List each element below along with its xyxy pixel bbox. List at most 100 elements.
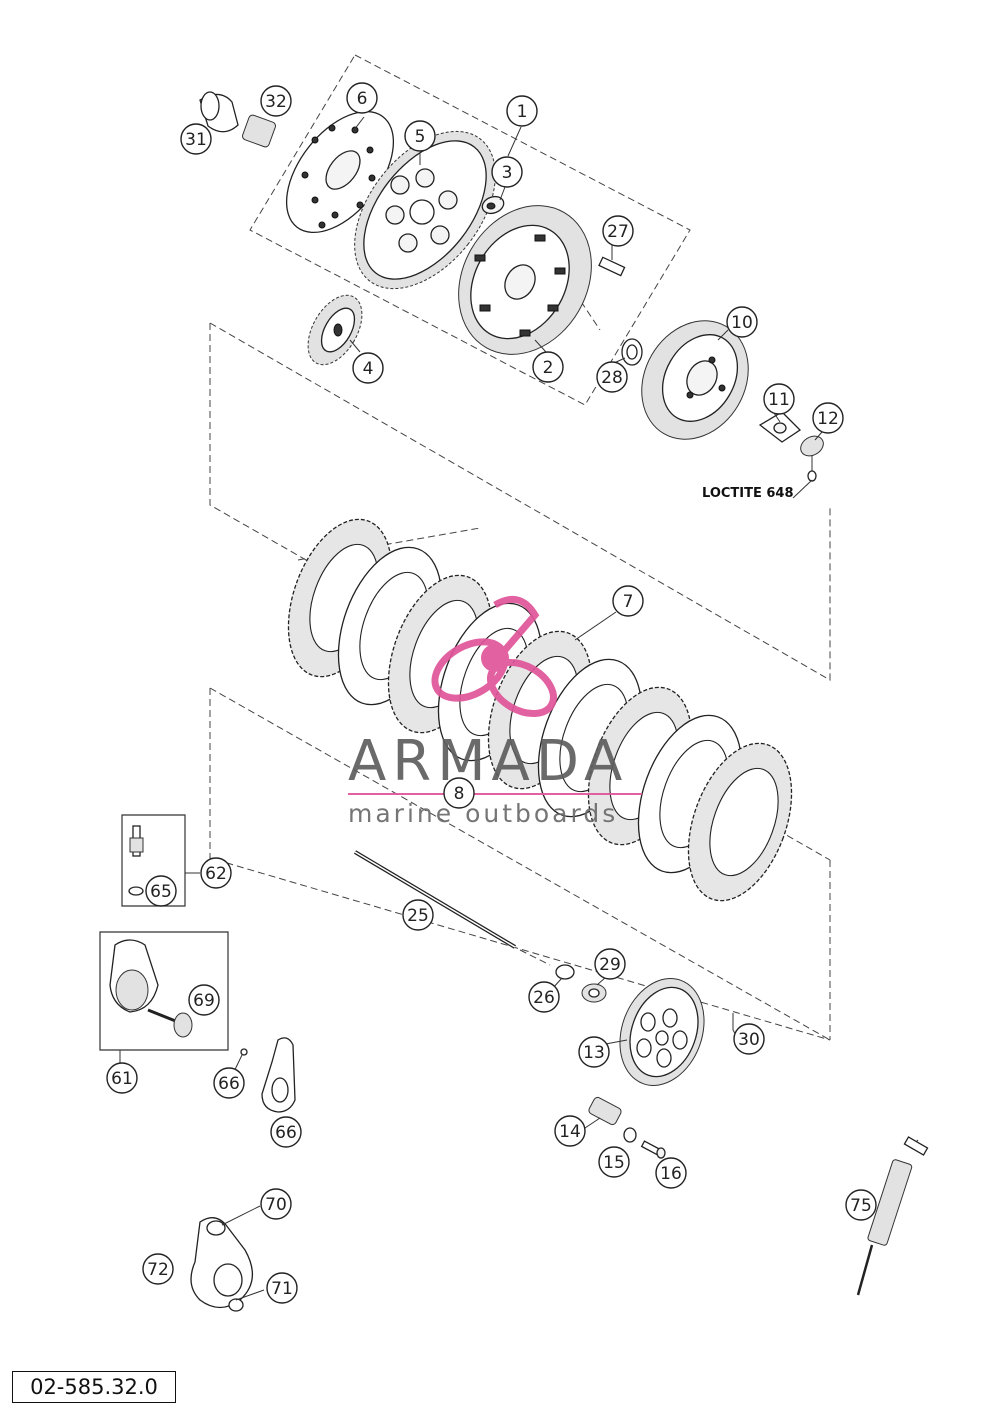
callout-label: 30	[738, 1030, 760, 1050]
callout-label: 69	[193, 991, 215, 1011]
push-rod-part	[353, 850, 517, 949]
bushing-part	[199, 91, 239, 133]
callout-label: 66	[275, 1123, 297, 1143]
bleed-screw-box	[121, 814, 200, 907]
callout-label: 28	[601, 368, 623, 388]
clutch-plate-stack	[287, 518, 793, 902]
callout-label: 32	[265, 92, 287, 112]
callout-label: 66	[218, 1074, 240, 1094]
callout-32: 32	[260, 85, 292, 117]
callout-label: 1	[517, 102, 528, 122]
callout-label: 61	[111, 1069, 133, 1089]
clutch-basket-part	[458, 205, 592, 355]
callout-label: 13	[583, 1043, 605, 1063]
spring-washer-part	[623, 1127, 637, 1143]
callout-13: 13	[578, 1036, 610, 1068]
callout-label: 3	[502, 163, 513, 183]
rod-tip-part	[519, 949, 575, 980]
release-shaft-part	[190, 1205, 265, 1312]
callout-label: 29	[599, 955, 621, 975]
callout-30: 30	[733, 1023, 765, 1055]
thrust-bearing-part	[581, 983, 607, 1003]
callout-16: 16	[655, 1157, 687, 1189]
callout-66: 66	[270, 1116, 302, 1148]
loctite-label: LOCTITE 648	[702, 486, 794, 501]
callout-71: 71	[266, 1272, 298, 1304]
small-gear-part	[307, 294, 363, 366]
callout-3: 3	[491, 156, 523, 188]
clutch-lever-part	[240, 1037, 296, 1113]
loctite-note: LOCTITE 648	[702, 479, 813, 501]
slave-cylinder-box	[99, 931, 229, 1065]
callout-27: 27	[602, 215, 634, 247]
callout-label: 7	[623, 592, 634, 612]
callout-69: 69	[188, 984, 220, 1016]
callout-label: 4	[363, 359, 374, 379]
lock-washer-part	[758, 411, 802, 443]
grease-syringe-part	[856, 1136, 929, 1296]
inner-hub-part	[641, 320, 749, 440]
washer-part	[621, 338, 643, 366]
callout-70: 70	[260, 1188, 292, 1220]
callout-label: 72	[147, 1260, 169, 1280]
callout-65: 65	[145, 875, 177, 907]
callout-62: 62	[200, 857, 232, 889]
callout-61: 61	[106, 1062, 138, 1094]
friction-disc	[687, 742, 793, 902]
watermark-tagline: marine outboards	[348, 799, 618, 828]
callout-8: 8	[443, 777, 475, 809]
callout-15: 15	[598, 1146, 630, 1178]
callout-label: 11	[768, 390, 790, 410]
clutch-basket-group	[199, 54, 691, 406]
callout-label: 31	[185, 130, 207, 150]
callout-label: 27	[607, 222, 629, 242]
hub-nut-part	[800, 435, 824, 482]
callout-14: 14	[554, 1115, 586, 1147]
callout-label: 71	[271, 1279, 293, 1299]
callout-28: 28	[596, 361, 628, 393]
drawing-code-label: 02-585.32.0	[12, 1371, 176, 1403]
callout-5: 5	[404, 120, 436, 152]
callout-1: 1	[506, 95, 538, 127]
primary-gear-part	[354, 130, 496, 290]
callout-label: 16	[660, 1164, 682, 1184]
needle-bearing-part	[242, 114, 276, 148]
pressure-plate-part	[619, 978, 705, 1086]
callout-10: 10	[726, 306, 758, 338]
callout-11: 11	[763, 383, 795, 415]
callout-6: 6	[346, 82, 378, 114]
armada-watermark: ARMADA marine outboards	[348, 595, 642, 828]
callout-12: 12	[812, 402, 844, 434]
callout-label: 70	[265, 1195, 287, 1215]
callout-label: 12	[817, 409, 839, 429]
callout-7: 7	[612, 585, 644, 617]
callout-66: 66	[213, 1067, 245, 1099]
callout-label: 26	[533, 988, 555, 1008]
callout-25: 25	[402, 899, 434, 931]
callout-4: 4	[352, 352, 384, 384]
bush-part	[481, 195, 505, 215]
callout-label: 25	[407, 906, 429, 926]
callout-2: 2	[532, 351, 564, 383]
callout-label: 2	[543, 358, 554, 378]
callout-label: 62	[205, 864, 227, 884]
callout-75: 75	[845, 1189, 877, 1221]
callout-label: 8	[454, 784, 465, 804]
callout-label: 14	[559, 1122, 581, 1142]
callout-layer: 1234567810111213141516252627282930313261…	[106, 82, 877, 1304]
watermark-brand: ARMADA	[348, 729, 628, 794]
callout-label: 5	[415, 127, 426, 147]
pin-part	[598, 256, 626, 277]
callout-label: 75	[850, 1196, 872, 1216]
callout-label: 6	[357, 89, 368, 109]
callout-26: 26	[528, 981, 560, 1013]
spring-screw-part	[640, 1140, 666, 1159]
clutch-spring-part	[588, 1096, 622, 1126]
callout-label: 65	[150, 882, 172, 902]
callout-label: 15	[603, 1153, 625, 1173]
armada-logo-mark	[431, 595, 557, 718]
callout-72: 72	[142, 1253, 174, 1285]
callout-label: 10	[731, 313, 753, 333]
callout-29: 29	[594, 948, 626, 980]
